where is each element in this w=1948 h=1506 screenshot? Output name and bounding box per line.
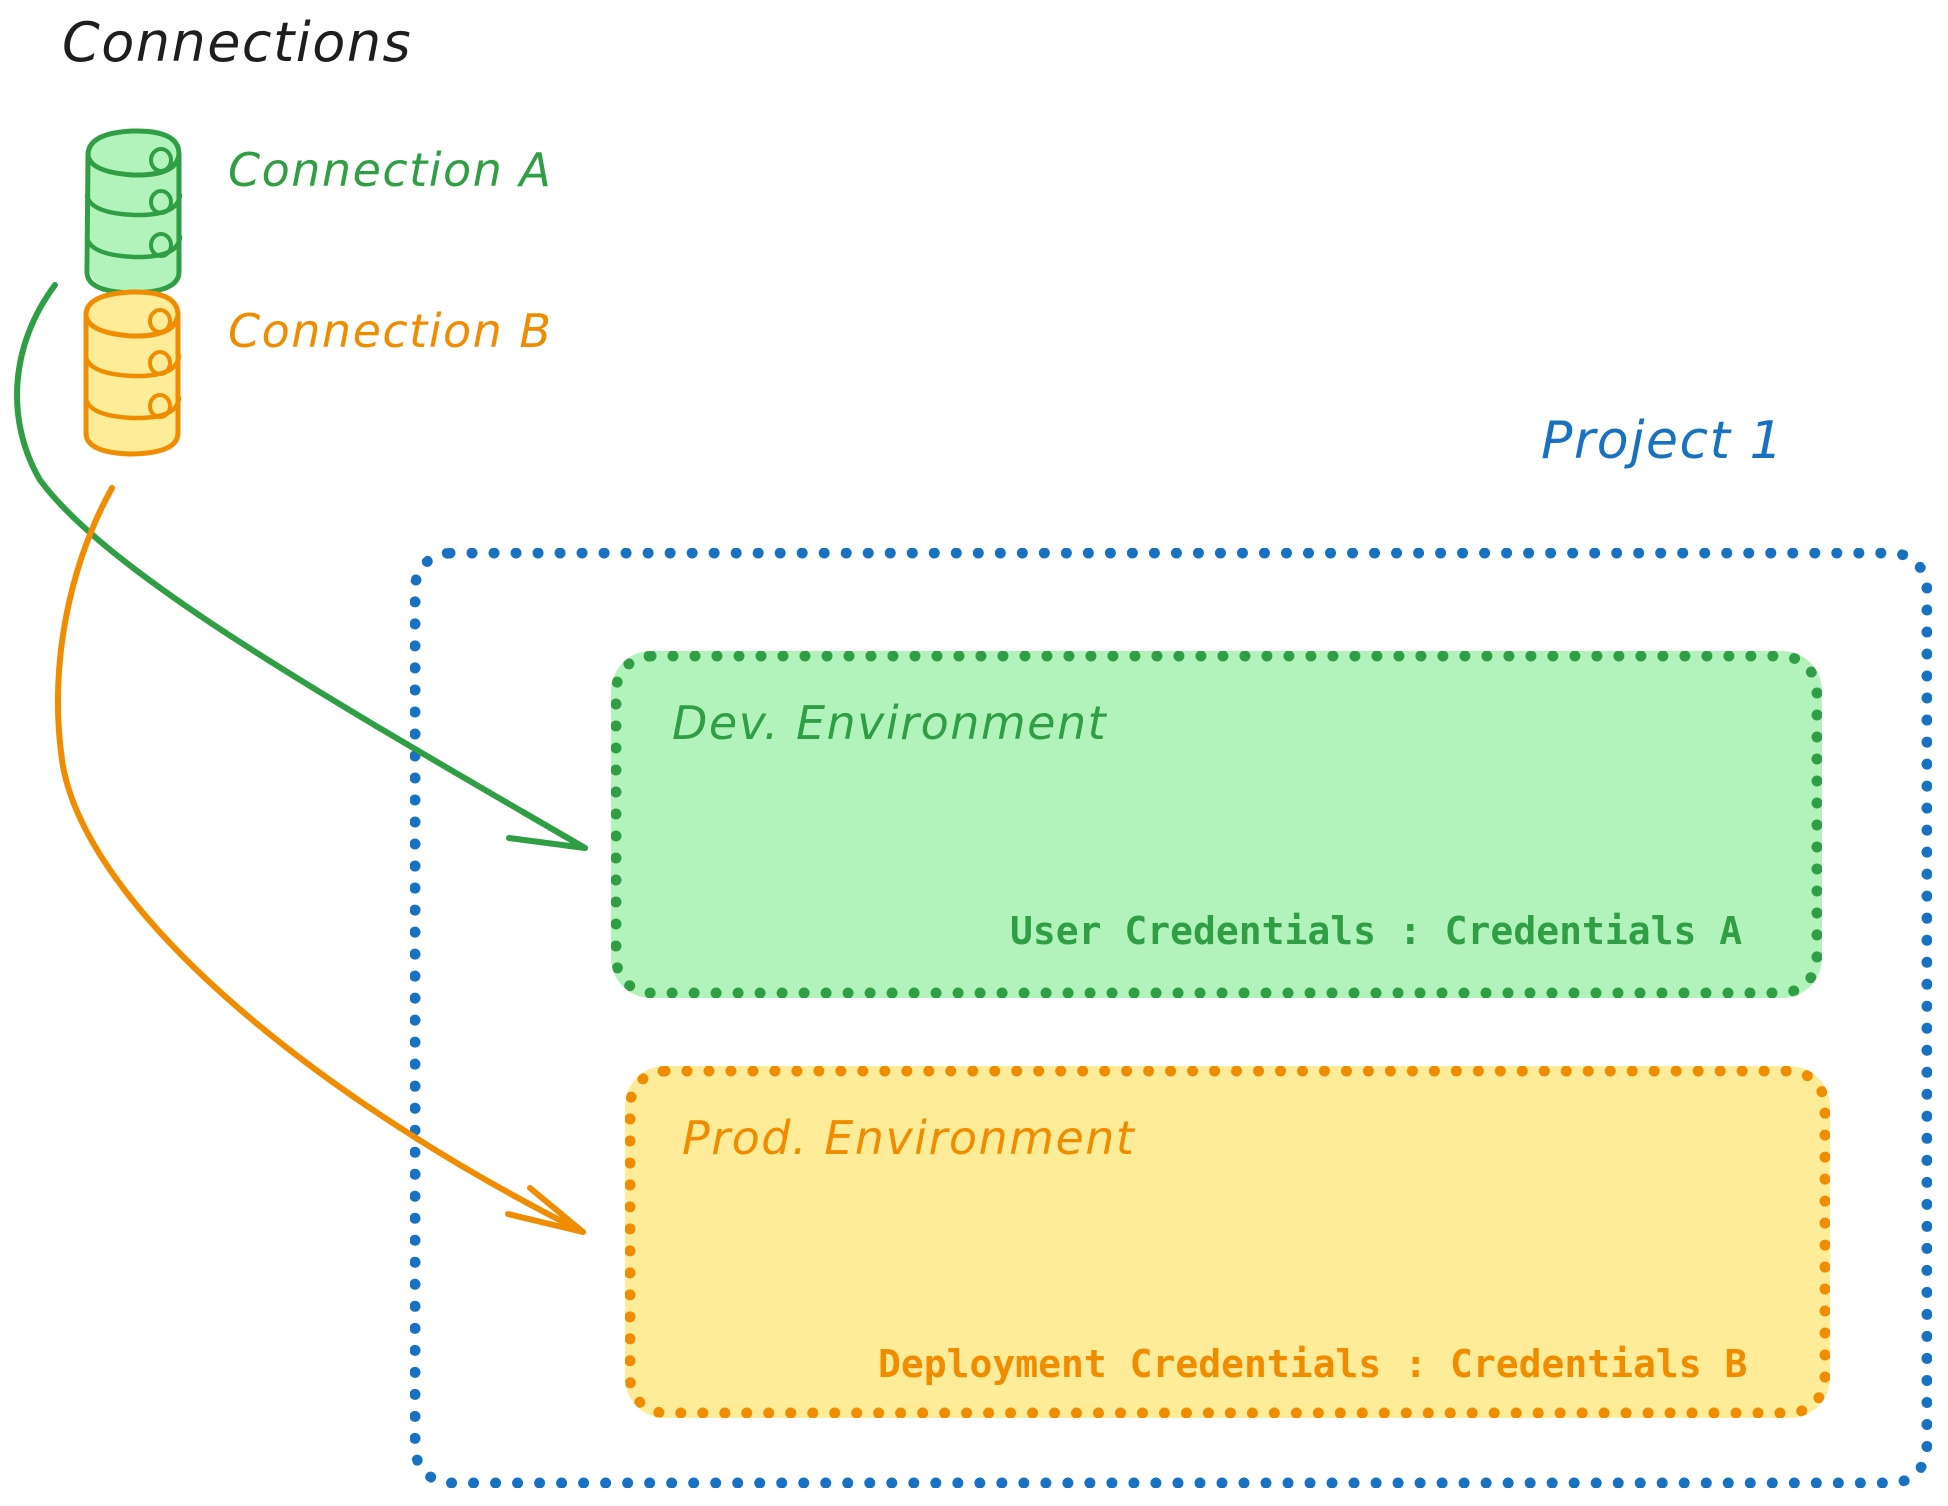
connection-a-label: Connection A [228,143,553,197]
prod-environment-box[interactable] [625,1066,1830,1418]
project-container [410,548,1932,1488]
dev-environment-fill [611,651,1822,998]
project-container-border [410,548,1932,1488]
dev-environment-box[interactable] [611,651,1822,998]
database-cylinder-icon-a[interactable] [84,128,183,296]
page-title: Connections [62,11,413,74]
connection-b-label: Connection B [228,304,553,358]
prod-environment-border [625,1066,1830,1418]
dev-environment-border [611,651,1822,998]
arrow-connection-b-to-prod [55,485,586,1235]
prod-environment-credentials: Deployment Credentials : Credentials B [878,1342,1748,1386]
prod-environment-title: Prod. Environment [682,1111,1136,1165]
project-title: Project 1 [1541,411,1785,471]
dev-environment-credentials: User Credentials : Credentials A [1010,909,1743,953]
dev-environment-title: Dev. Environment [672,696,1108,750]
database-cylinder-icon-b[interactable] [83,289,182,457]
prod-environment-fill [625,1066,1830,1418]
